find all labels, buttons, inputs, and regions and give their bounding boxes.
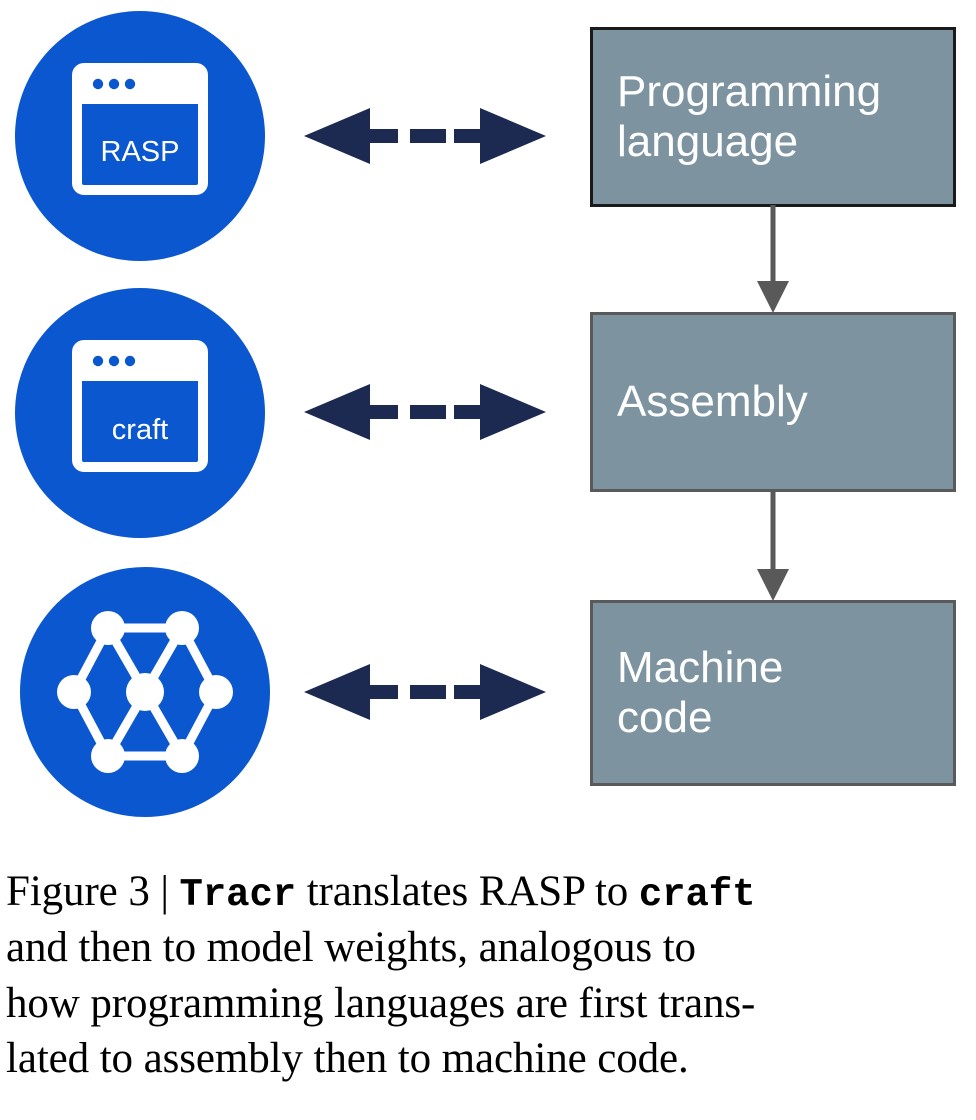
network-graph-graphic [57,611,233,773]
assembly-box-label: Assembly [617,376,808,426]
caption-mono-craft: craft [638,873,756,917]
bidirectional-dashed-arrow-row-1 [304,108,546,164]
caption-line-2: and then to model weights, analogous to [6,924,696,972]
assembly-to-machine-code-arrow [757,490,789,601]
caption-figure-label: Figure 3 | [6,868,180,915]
caption-line-1: Figure 3 | Tracr translates RASP to craf… [6,868,756,917]
window-icon-graphic [72,340,208,472]
programming-language-box: Programming language [590,27,956,207]
network-graph-icon [20,567,270,817]
programming-language-to-assembly-arrow [757,205,789,313]
figure-caption: Figure 3 | Tracr translates RASP to craf… [6,864,970,1087]
window-icon-graphic [72,63,208,195]
window-craft-icon: craft [15,288,265,538]
bidirectional-dashed-arrow-row-2 [304,384,546,440]
caption-line-3: how programming languages are first tran… [6,979,756,1027]
bidirectional-dashed-arrow-row-3 [304,664,546,720]
caption-line-4: lated to assembly then to machine code. [6,1035,689,1083]
assembly-box: Assembly [590,312,956,492]
window-rasp-icon: RASP [15,11,265,261]
caption-mono-tracr: Tracr [179,873,297,917]
programming-language-box-label: Programming language [617,66,882,166]
machine-code-box-label: Machine code [617,642,784,742]
machine-code-box: Machine code [590,600,956,786]
diagram-area: RASP Programming language [15,11,956,817]
